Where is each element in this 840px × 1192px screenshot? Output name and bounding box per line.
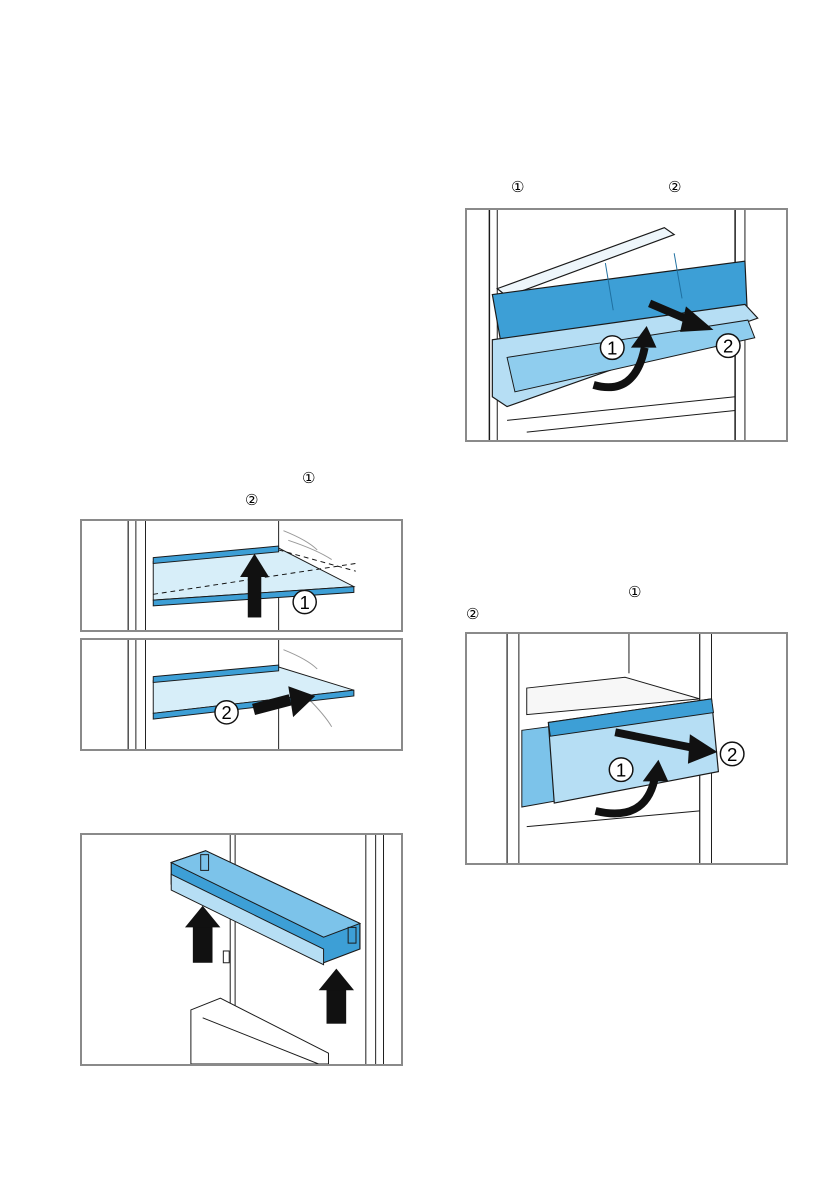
- callout-1: 1: [300, 592, 310, 613]
- callout-1: 1: [607, 337, 617, 358]
- callout-1: 1: [616, 760, 626, 781]
- figure-drawer-bottom: 1 2: [465, 632, 788, 865]
- figure-drawer-top: 1 2: [465, 208, 788, 442]
- callout-2: 2: [727, 744, 737, 765]
- shelf-lift-illustration: 1: [82, 521, 401, 630]
- callout-2: 2: [723, 336, 733, 357]
- drawer-top-illustration: 1 2: [467, 210, 786, 440]
- callout-2: 2: [221, 702, 231, 723]
- figure-door-shelf: [80, 833, 403, 1066]
- figure-shelf-lift: 1: [80, 519, 403, 632]
- door-shelf-illustration: [82, 835, 401, 1064]
- drawer-marker-2: ②: [466, 607, 479, 622]
- shelf-marker-2: ②: [245, 493, 258, 508]
- drawer-bottom-illustration: 1 2: [467, 634, 786, 863]
- step-marker-1: ①: [511, 180, 524, 195]
- figure-shelf-pull: 2: [80, 638, 403, 751]
- step-marker-2: ②: [668, 180, 681, 195]
- shelf-marker-1: ①: [302, 471, 315, 486]
- drawer-marker-1: ①: [628, 585, 641, 600]
- shelf-pull-illustration: 2: [82, 640, 401, 749]
